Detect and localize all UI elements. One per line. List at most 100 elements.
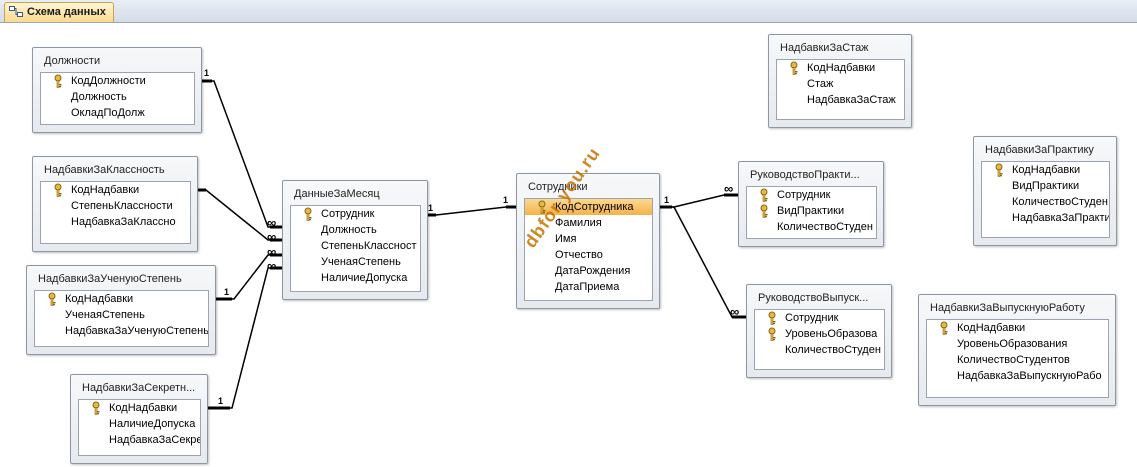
field-name: КодНадбавки <box>65 293 134 305</box>
rel-line-vypusk <box>654 206 748 318</box>
field-row[interactable]: ВидПрактики <box>982 178 1109 194</box>
primary-key-icon <box>789 61 799 75</box>
field-row[interactable]: Должность <box>291 222 420 238</box>
field-name: НадбавкаЗаСтаж <box>807 94 896 106</box>
rel-many-label: ∞ <box>267 258 277 273</box>
field-name: СтепеньКлассности <box>71 200 173 212</box>
field-name: НадбавкаЗаПракти <box>1012 212 1110 224</box>
field-row[interactable]: КодНадбавки <box>927 320 1108 336</box>
field-row[interactable]: УровеньОбразова <box>755 326 884 342</box>
field-row[interactable]: ВидПрактики <box>747 203 876 219</box>
field-name: Отчество <box>555 249 603 261</box>
field-name: КодСотрудника <box>555 201 634 213</box>
field-row[interactable]: КоличествоСтуден <box>982 194 1109 210</box>
field-row[interactable]: НадбавкаЗаКлассно <box>41 214 190 230</box>
table-title: Сотрудники <box>528 181 588 193</box>
field-row[interactable]: КодНадбавки <box>777 60 904 76</box>
field-name: УровеньОбразова <box>785 328 878 340</box>
field-row[interactable]: УченаяСтепень <box>291 254 420 270</box>
field-row[interactable]: Фамилия <box>525 215 652 231</box>
field-row[interactable]: КоличествоСтуден <box>747 219 876 235</box>
tab-data-schema[interactable]: Схема данных <box>4 2 114 22</box>
field-row[interactable]: КодДолжности <box>41 73 194 89</box>
field-row[interactable]: Должность <box>41 89 194 105</box>
rel-one-label: 1 <box>224 287 230 297</box>
field-row[interactable]: НадбавкаЗаПракти <box>982 210 1109 226</box>
table-title: РуководствоВыпуск... <box>758 292 869 304</box>
field-row[interactable]: НадбавкаЗаУченуюСтепень <box>35 323 208 339</box>
field-name: ДатаРождения <box>555 265 631 277</box>
field-row[interactable]: КодНадбавки <box>982 162 1109 178</box>
field-name: ОкладПоДолж <box>71 107 145 119</box>
field-row[interactable]: Отчество <box>525 247 652 263</box>
rel-one-label: 1 <box>664 195 670 205</box>
rel-one-label: 1 <box>428 203 434 213</box>
field-row[interactable]: НадбавкаЗаСтаж <box>777 92 904 108</box>
field-row[interactable]: УченаяСтепень <box>35 307 208 323</box>
table-title: РуководствоПракти... <box>750 169 860 181</box>
field-name: Фамилия <box>555 217 602 229</box>
field-name: НаличиеДопуска <box>321 272 408 284</box>
table-title: НадбавкиЗаСекретн... <box>82 382 196 394</box>
field-name: УченаяСтепень <box>65 309 145 321</box>
field-row[interactable]: НадбавкаЗаСекрет <box>79 432 200 448</box>
field-name: КодНадбавки <box>1012 164 1081 176</box>
primary-key-icon <box>53 74 63 88</box>
table-title: НадбавкиЗаУченуюСтепень <box>38 273 182 285</box>
primary-key-icon <box>91 401 101 415</box>
rel-line-dolzhnosti <box>200 80 282 228</box>
primary-key-icon <box>994 163 1004 177</box>
field-row[interactable]: НадбавкаЗаВыпускнуюРабо <box>927 368 1108 384</box>
field-row[interactable]: Сотрудник <box>291 206 420 222</box>
field-row[interactable]: ОкладПоДолж <box>41 105 194 121</box>
field-row[interactable]: Стаж <box>777 76 904 92</box>
table-title: Должности <box>44 55 101 67</box>
field-row[interactable]: Имя <box>525 231 652 247</box>
field-name: Сотрудник <box>777 189 831 201</box>
field-name: Должность <box>71 91 127 103</box>
field-row[interactable]: КодНадбавки <box>79 400 200 416</box>
field-name: Сотрудник <box>321 208 375 220</box>
field-row[interactable]: Сотрудник <box>747 187 876 203</box>
field-row[interactable]: СтепеньКлассност <box>291 238 420 254</box>
field-row[interactable]: КоличествоСтудентов <box>927 352 1108 368</box>
field-row[interactable]: КодНадбавки <box>35 291 208 307</box>
rel-one-label: 1 <box>503 195 509 205</box>
field-name: НадбавкаЗаКлассно <box>71 216 176 228</box>
field-row[interactable]: Сотрудник <box>755 310 884 326</box>
field-row[interactable]: КодНадбавки <box>41 182 190 198</box>
field-row[interactable]: НаличиеДопуска <box>291 270 420 286</box>
field-row[interactable]: ДатаПриема <box>525 279 652 295</box>
relationships-icon <box>9 6 23 17</box>
field-row[interactable]: СтепеньКлассности <box>41 198 190 214</box>
field-row[interactable]: КодСотрудника <box>525 199 652 215</box>
table-title: НадбавкиЗаПрактику <box>985 144 1094 156</box>
field-row[interactable]: ДатаРождения <box>525 263 652 279</box>
field-row[interactable]: КоличествоСтуден <box>755 342 884 358</box>
field-row[interactable]: УровеньОбразования <box>927 336 1108 352</box>
field-row[interactable]: НаличиеДопуска <box>79 416 200 432</box>
